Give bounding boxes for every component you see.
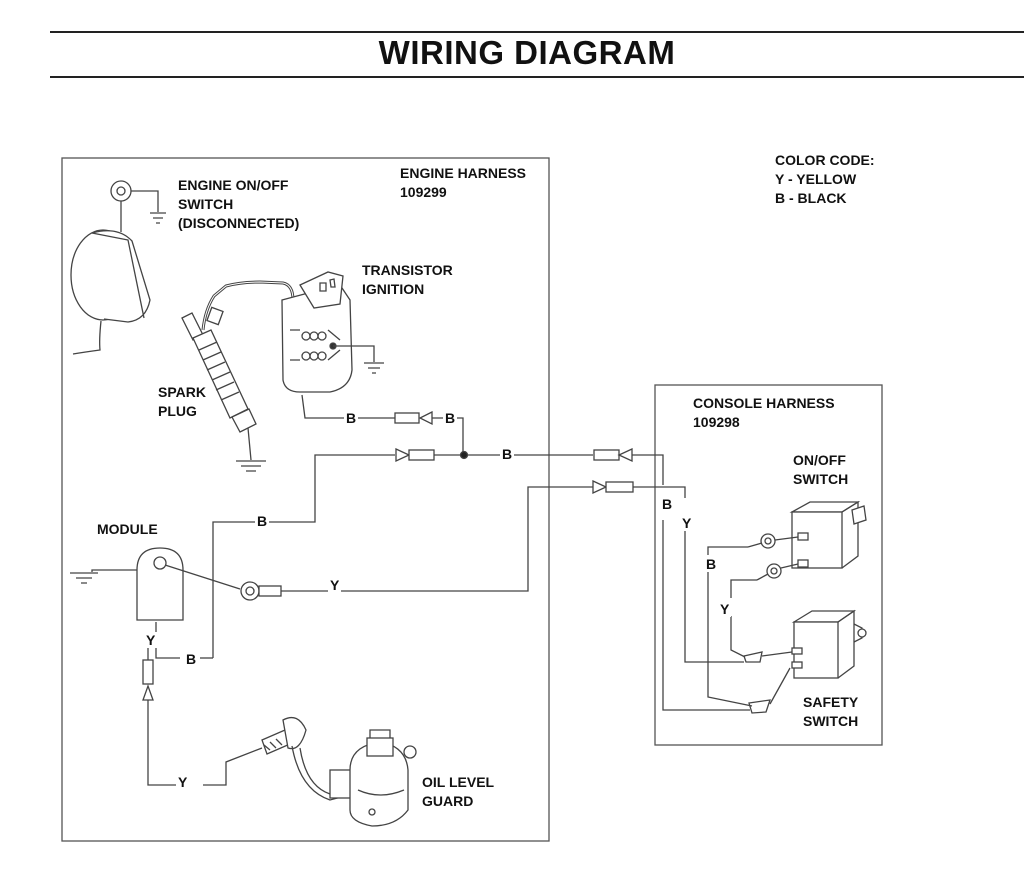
engine-switch-icon <box>70 180 166 355</box>
color-code-black: B - BLACK <box>775 190 847 206</box>
onoff-switch-icon <box>789 500 867 569</box>
color-code-yellow: Y - YELLOW <box>775 171 857 187</box>
wire-code: B <box>704 556 719 572</box>
wire-code: Y <box>328 577 342 593</box>
transistor-ignition-icon <box>281 271 384 419</box>
module-label: MODULE <box>97 521 158 537</box>
wire-code: Y <box>176 774 190 790</box>
module-icon <box>70 547 213 659</box>
transistor-ignition-label: TRANSISTOR IGNITION <box>362 262 453 297</box>
engine-switch-label: ENGINE ON/OFF SWITCH (DISCONNECTED) <box>178 177 300 231</box>
wire-code: B <box>660 496 675 512</box>
onoff-switch-label: ON/OFF SWITCH <box>793 452 849 487</box>
console-harness-box <box>654 384 883 746</box>
wire-code: Y <box>718 601 732 617</box>
oil-level-guard-label: OIL LEVEL GUARD <box>422 774 495 809</box>
wire-code: Y <box>144 632 158 648</box>
spark-plug-icon <box>181 312 266 472</box>
wire-code: B <box>255 513 270 529</box>
wire-code: B <box>443 410 458 426</box>
title-rule-top <box>50 31 1024 33</box>
safety-switch-icon <box>791 609 867 679</box>
spark-plug-label: SPARK PLUG <box>158 384 206 419</box>
engine-harness-label: ENGINE HARNESS 109299 <box>400 165 527 200</box>
wire-code: Y <box>680 515 694 531</box>
color-code-heading: COLOR CODE: <box>775 152 875 168</box>
console-y-wire-main <box>684 530 744 663</box>
wire-code: B <box>500 446 515 462</box>
console-harness-label: CONSOLE HARNESS 109298 <box>693 395 835 430</box>
console-b-wire-inner <box>707 546 748 555</box>
console-b-ring-terminal <box>747 533 799 549</box>
oil-level-guard-icon <box>261 716 417 827</box>
console-y-ring-terminal <box>756 563 799 581</box>
page-title: WIRING DIAGRAM <box>378 34 676 71</box>
wire-code: B <box>344 410 359 426</box>
module-y-wire <box>164 564 241 590</box>
wire-code: B <box>184 651 199 667</box>
main-b-wire <box>212 454 395 658</box>
title-rule-bottom <box>50 76 1024 78</box>
engine-harness-box <box>61 157 550 842</box>
safety-switch-label: SAFETY SWITCH <box>803 694 859 729</box>
console-y-wire-inner <box>730 579 757 598</box>
console-b-wire-main <box>662 520 750 711</box>
